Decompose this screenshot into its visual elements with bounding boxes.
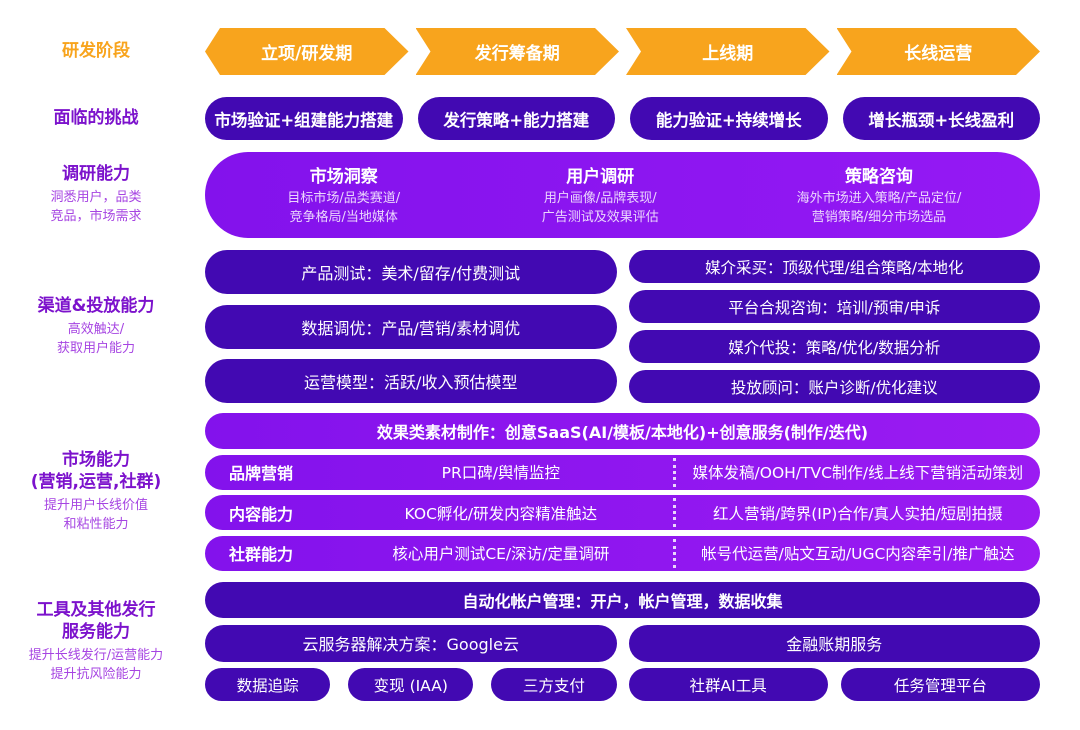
market-community-right-text: 帐号代运营/贴文互动/UGC内容牵引/推广触达	[701, 545, 1015, 564]
market-grid: 效果类素材制作：创意SaaS(AI/模板/本地化)+创意服务(制作/迭代) 品牌…	[205, 413, 1040, 571]
channel-pill-data-tuning: 数据调优：产品/营销/素材调优	[205, 304, 617, 349]
tools-pill-community-ai: 社群AI工具	[628, 668, 828, 701]
tools-label-cell: 工具及其他发行 服务能力 提升长线发行/运营能力 提升抗风险能力	[0, 582, 192, 701]
market-row-section: 市场能力 (营销,运营,社群) 提升用户长线价值 和粘性能力 效果类素材制作：创…	[0, 413, 1080, 571]
channel-pill-media-buying: 媒介采买：顶级代理/组合策略/本地化	[628, 250, 1040, 283]
market-content-left-text: KOC孵化/研发内容精准触达	[404, 504, 598, 523]
challenges-label-cell: 面临的挑战	[0, 97, 192, 140]
market-community-left-text: 核心用户测试CE/深访/定量调研	[392, 545, 610, 564]
research-column-line: 用户画像/品牌表现/	[543, 191, 657, 207]
stages-label: 研发阶段	[62, 41, 130, 62]
tools-grid: 自动化帐户管理：开户，帐户管理，数据收集 云服务器解决方案：Google云 金融…	[205, 582, 1040, 701]
research-label: 调研能力	[62, 164, 130, 185]
market-sublabel: 提升用户长线价值 和粘性能力	[43, 498, 148, 533]
channel-pill-media-agency: 媒介代投：策略/优化/数据分析	[628, 330, 1040, 363]
research-column-line: 目标市场/品类赛道/	[287, 191, 401, 207]
challenges-label: 面临的挑战	[53, 108, 139, 129]
research-label-cell: 调研能力 洞悉用户，品类 竞品，市场需求	[0, 152, 192, 238]
tools-bottom-left-group: 数据追踪 变现 (IAA) 三方支付	[205, 668, 617, 701]
market-category-community: 社群能力	[229, 545, 294, 565]
research-column-line: 营销策略/细分市场选品	[811, 210, 947, 225]
stage-arrow-1-label: 立项/研发期	[261, 44, 353, 64]
market-banner-creative: 效果类素材制作：创意SaaS(AI/模板/本地化)+创意服务(制作/迭代)	[205, 413, 1040, 449]
research-column-user-research: 用户调研 用户画像/品牌表现/ 广告测试及效果评估	[483, 152, 718, 238]
challenge-pills: 市场验证+组建能力搭建 发行策略+能力搭建 能力验证+持续增长 增长瓶颈+长线盈…	[205, 97, 1040, 140]
market-row-community: 社群能力 核心用户测试CE/深访/定量调研 帐号代运营/贴文互动/UGC内容牵引…	[205, 535, 1040, 571]
tools-label: 工具及其他发行 服务能力	[36, 599, 156, 642]
tools-pill-third-party-payment: 三方支付	[491, 668, 617, 701]
channel-sublabel: 高效触达/ 获取用户能力	[56, 321, 135, 356]
tools-row: 工具及其他发行 服务能力 提升长线发行/运营能力 提升抗风险能力 自动化帐户管理…	[0, 582, 1080, 701]
stage-arrow-4: 长线运营	[837, 28, 1041, 75]
challenge-pill-4: 增长瓶颈+长线盈利	[842, 97, 1040, 140]
market-category-content: 内容能力	[229, 504, 294, 524]
market-row-content: 内容能力 KOC孵化/研发内容精准触达 红人营销/跨界(IP)合作/真人实拍/短…	[205, 495, 1040, 531]
tools-pill-task-management: 任务管理平台	[840, 668, 1040, 701]
channel-pill-operation-model: 运营模型：活跃/收入预估模型	[205, 359, 617, 403]
tools-pill-monetization-iaa: 变现 (IAA)	[348, 668, 474, 701]
dotted-divider	[672, 538, 676, 568]
research-sublabel: 洞悉用户，品类 竞品，市场需求	[50, 190, 142, 225]
market-row-brand: 品牌营销 PR口碑/舆情监控 媒体发稿/OOH/TVC制作/线上线下营销活动策划	[205, 454, 1040, 490]
research-column-title: 用户调研	[566, 167, 635, 188]
market-label-cell: 市场能力 (营销,运营,社群) 提升用户长线价值 和粘性能力	[0, 413, 192, 571]
stage-arrow-2-label: 发行筹备期	[474, 44, 560, 64]
research-column-line: 广告测试及效果评估	[541, 210, 659, 225]
channel-right-column: 媒介采买：顶级代理/组合策略/本地化 平台合规咨询：培训/预审/申诉 媒介代投：…	[628, 250, 1040, 403]
channel-pill-platform-compliance: 平台合规咨询：培训/预审/申诉	[628, 290, 1040, 323]
challenge-pill-1: 市场验证+组建能力搭建	[205, 97, 403, 140]
tools-pill-data-tracking: 数据追踪	[205, 668, 331, 701]
market-brand-left-text: PR口碑/舆情监控	[441, 464, 561, 483]
channel-label: 渠道&投放能力	[37, 295, 155, 316]
tools-pill-cloud-server: 云服务器解决方案：Google云	[205, 624, 617, 662]
channel-pill-ads-consultant: 投放顾问：账户诊断/优化建议	[628, 370, 1040, 403]
channel-row: 渠道&投放能力 高效触达/ 获取用户能力 产品测试：美术/留存/付费测试 数据调…	[0, 250, 1080, 403]
stages-row: 研发阶段 立项/研发期 发行筹备期 上线期 长线运营	[0, 28, 1080, 75]
channel-pill-product-test: 产品测试：美术/留存/付费测试	[205, 250, 617, 294]
research-panel: 市场洞察 目标市场/品类赛道/ 竞争格局/当地媒体 用户调研 用户画像/品牌表现…	[205, 152, 1040, 238]
stage-arrow-2: 发行筹备期	[416, 28, 620, 75]
challenge-pill-3: 能力验证+持续增长	[630, 97, 828, 140]
research-column-market-insight: 市场洞察 目标市场/品类赛道/ 竞争格局/当地媒体	[205, 152, 483, 238]
challenges-row: 面临的挑战 市场验证+组建能力搭建 发行策略+能力搭建 能力验证+持续增长 增长…	[0, 97, 1080, 140]
channel-left-column: 产品测试：美术/留存/付费测试 数据调优：产品/营销/素材调优 运营模型：活跃/…	[205, 250, 617, 403]
market-content-right-text: 红人营销/跨界(IP)合作/真人实拍/短剧拍摄	[713, 504, 1003, 523]
market-category-brand: 品牌营销	[229, 464, 294, 484]
tools-bottom-right-group: 社群AI工具 任务管理平台	[628, 668, 1040, 701]
challenge-pill-2: 发行策略+能力搭建	[417, 97, 615, 140]
channel-label-cell: 渠道&投放能力 高效触达/ 获取用户能力	[0, 250, 192, 403]
market-brand-right-text: 媒体发稿/OOH/TVC制作/线上线下营销活动策划	[692, 464, 1024, 483]
research-column-title: 策略咨询	[844, 167, 913, 188]
research-column-title: 市场洞察	[309, 167, 378, 188]
stage-arrow-4-label: 长线运营	[904, 44, 973, 64]
tools-pill-finance-terms: 金融账期服务	[628, 624, 1040, 662]
tools-banner-account-automation: 自动化帐户管理：开户，帐户管理，数据收集	[205, 582, 1040, 618]
market-label: 市场能力 (营销,运营,社群)	[30, 450, 162, 493]
stages-label-cell: 研发阶段	[0, 28, 192, 75]
tools-sublabel: 提升长线发行/运营能力 提升抗风险能力	[28, 647, 164, 682]
research-row: 调研能力 洞悉用户，品类 竞品，市场需求 市场洞察 目标市场/品类赛道/ 竞争格…	[0, 152, 1080, 238]
research-column-strategy-consulting: 策略咨询 海外市场进入策略/产品定位/ 营销策略/细分市场选品	[718, 152, 1040, 238]
stage-arrow-3: 上线期	[626, 28, 830, 75]
dotted-divider	[672, 457, 676, 487]
dotted-divider	[672, 498, 676, 528]
tools-bottom-row: 数据追踪 变现 (IAA) 三方支付 社群AI工具 任务管理平台	[205, 668, 1040, 701]
research-column-line: 竞争格局/当地媒体	[289, 210, 398, 225]
tools-mid-row: 云服务器解决方案：Google云 金融账期服务	[205, 624, 1040, 662]
channel-grid: 产品测试：美术/留存/付费测试 数据调优：产品/营销/素材调优 运营模型：活跃/…	[205, 250, 1040, 403]
stage-arrows: 立项/研发期 发行筹备期 上线期 长线运营	[205, 28, 1040, 75]
stage-arrow-3-label: 上线期	[702, 44, 754, 64]
stage-arrow-1: 立项/研发期	[205, 28, 409, 75]
research-column-line: 海外市场进入策略/产品定位/	[796, 191, 962, 207]
